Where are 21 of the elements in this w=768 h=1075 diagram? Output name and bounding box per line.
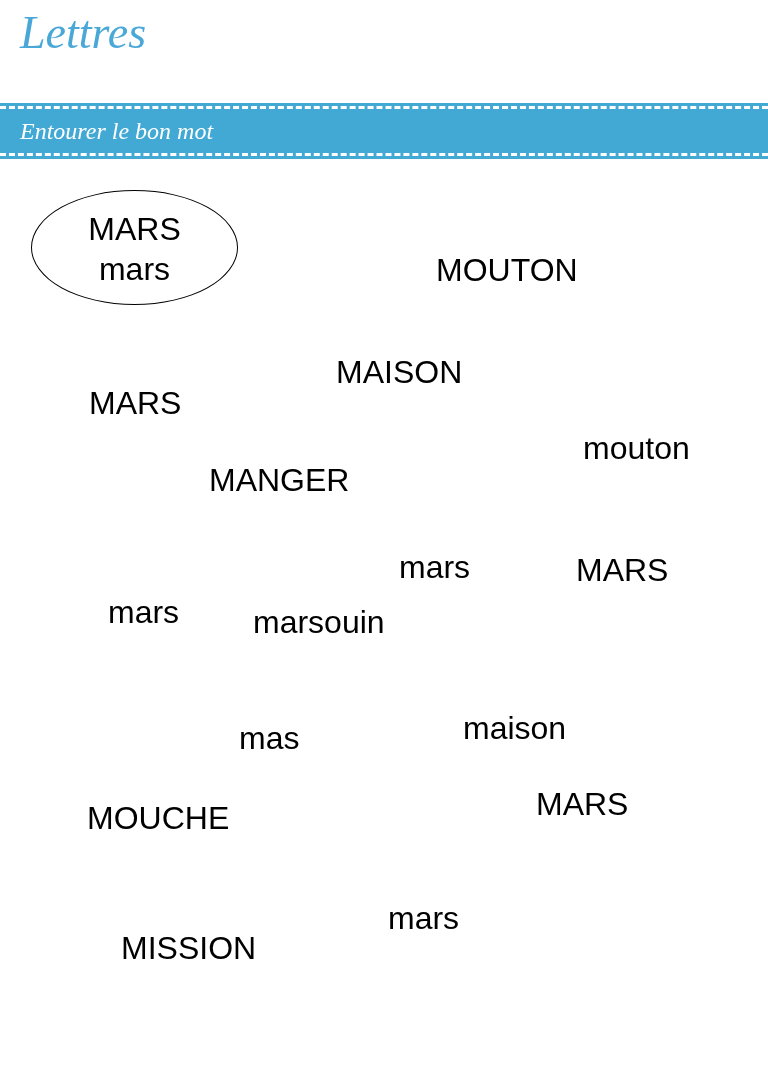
word: MOUCHE bbox=[87, 802, 230, 834]
word: MARS bbox=[576, 554, 669, 586]
word: MAISON bbox=[336, 356, 463, 388]
word: mars bbox=[108, 596, 180, 628]
page-title: Lettres bbox=[20, 8, 147, 59]
word: MARS bbox=[87, 213, 182, 245]
word: MANGER bbox=[209, 464, 350, 496]
word: MISSION bbox=[121, 932, 257, 964]
word: mas bbox=[239, 722, 300, 754]
word: mars bbox=[399, 551, 471, 583]
word: MOUTON bbox=[436, 254, 578, 286]
word: mouton bbox=[583, 432, 690, 464]
header-banner bbox=[0, 106, 768, 156]
word: MARS bbox=[536, 788, 629, 820]
word: mars bbox=[97, 253, 172, 285]
word: MARS bbox=[89, 387, 182, 419]
word: maison bbox=[463, 712, 567, 744]
answer-ellipse bbox=[31, 190, 238, 305]
word: marsouin bbox=[253, 606, 385, 638]
banner-heading: Entourer le bon mot bbox=[20, 118, 214, 145]
word: mars bbox=[388, 902, 460, 934]
